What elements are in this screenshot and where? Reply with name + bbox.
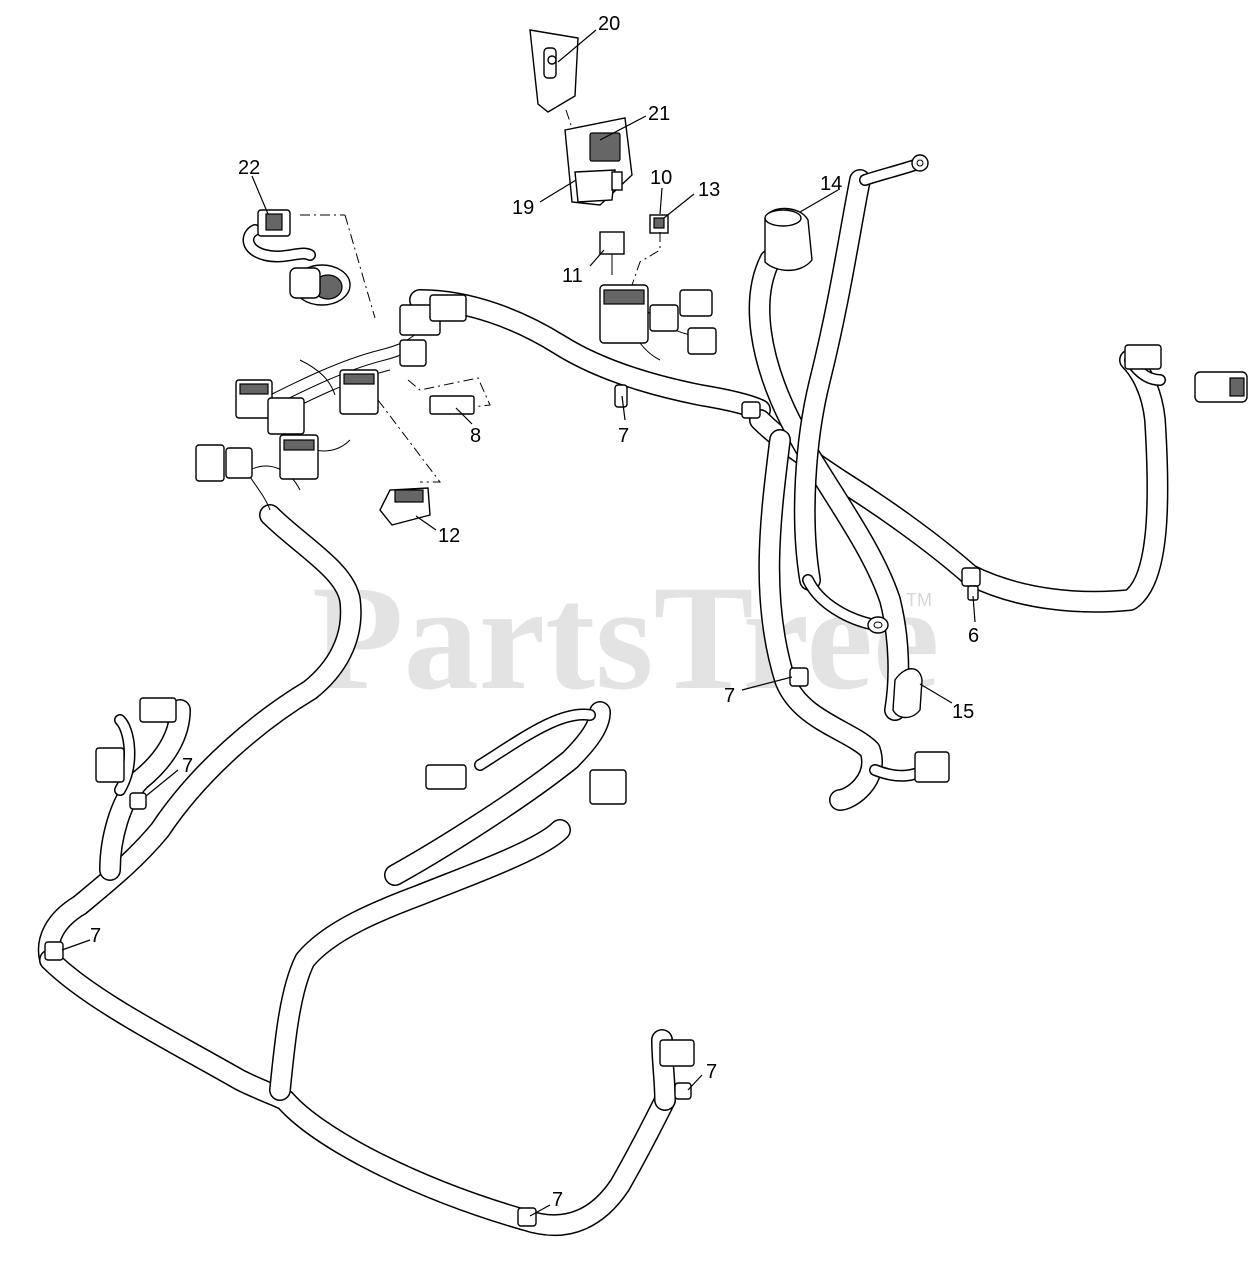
callouts: 20 21 19 22 10 13 11 14 7 8 12 6 7 15 7 … (90, 13, 979, 1211)
callout-7-b: 7 (724, 685, 735, 707)
center-connector-cluster (399, 284, 717, 367)
callout-15: 15 (952, 701, 974, 723)
callout-14: 14 (820, 173, 842, 195)
callout-7-a: 7 (618, 425, 629, 447)
ignition-connector (257, 209, 351, 306)
callout-19: 19 (512, 197, 534, 219)
resistor-module (379, 487, 431, 526)
callout-7-f: 7 (552, 1189, 563, 1211)
watermark-trademark: TM (906, 590, 932, 610)
callout-8: 8 (470, 425, 481, 447)
callout-7-d: 7 (90, 925, 101, 947)
battery-boot (764, 207, 813, 272)
callout-22: 22 (238, 157, 260, 179)
relay (599, 231, 625, 275)
callout-13: 13 (698, 179, 720, 201)
dash-12 (377, 399, 442, 483)
lower-connectors (95, 697, 695, 1067)
diode (429, 395, 475, 415)
dash-22b (344, 214, 376, 319)
cable-clips (44, 384, 981, 1227)
fuse-block (564, 117, 633, 206)
callout-11: 11 (562, 265, 583, 287)
callout-7-c: 7 (182, 755, 193, 777)
left-connector-cluster (195, 369, 379, 482)
protective-boot (892, 668, 923, 719)
watermark: PartsTree (312, 555, 939, 721)
main-harness (37, 159, 1169, 1236)
ring-terminal-top (911, 154, 929, 172)
terminal-clip (649, 214, 669, 234)
bracket-dash-line (565, 109, 573, 129)
callout-7-e: 7 (706, 1061, 717, 1083)
callout-6: 6 (968, 625, 979, 647)
ring-terminal-bottom (867, 616, 889, 634)
leader-lines (61, 29, 976, 1217)
callout-21: 21 (648, 103, 670, 125)
dash-13 (631, 232, 661, 286)
callout-20: 20 (598, 13, 620, 35)
callout-12: 12 (438, 525, 460, 547)
callout-10: 10 (650, 167, 672, 189)
fuse-bracket (529, 29, 579, 113)
right-connectors (914, 344, 1248, 783)
